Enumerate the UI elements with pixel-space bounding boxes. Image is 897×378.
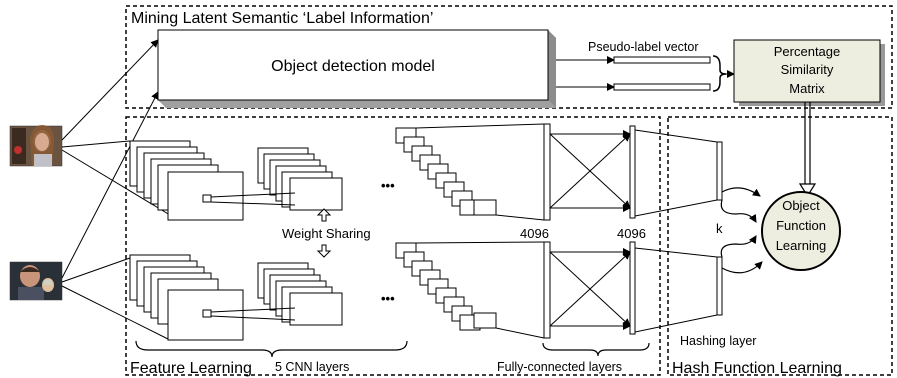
- similarity-line3: Matrix: [789, 81, 825, 96]
- feature-section-box: [125, 116, 661, 376]
- top-input-stack: [129, 140, 244, 221]
- top-ellipsis: •••: [381, 178, 395, 193]
- fc-brace: [542, 342, 650, 357]
- hashing-layers: [716, 141, 723, 316]
- bottom-fc-layers: [543, 241, 636, 339]
- cnn-layers-label: 5 CNN layers: [275, 360, 349, 374]
- pseudo-label-brace: [712, 55, 727, 92]
- hash-connection-lines: [634, 129, 718, 333]
- top-deep-stack: [395, 127, 497, 216]
- pseudo-label-vector-2: [613, 83, 711, 91]
- fc1-size-label: 4096: [520, 226, 549, 241]
- hash-dim-label: k: [716, 221, 723, 236]
- mining-section-title: Mining Latent Semantic ‘Label Informatio…: [131, 10, 433, 27]
- hash-section-title: Hash Function Learning: [672, 360, 842, 377]
- detection-model-label: Object detection model: [271, 58, 435, 75]
- bottom-conv-stack: [257, 262, 343, 326]
- hashing-layer-label: Hashing layer: [680, 334, 756, 348]
- objective-line2: Function: [776, 218, 826, 233]
- fc-layers-label: Fully-connected layers: [497, 360, 622, 374]
- hash-section-box: [667, 116, 893, 376]
- similarity-line2: Similarity: [781, 62, 834, 77]
- similarity-line1: Percentage: [774, 44, 841, 59]
- bottom-deep-stack: [395, 242, 497, 331]
- pseudo-label-vector-1: [613, 56, 711, 64]
- photo-girl-icon: [9, 124, 63, 167]
- top-fc-layers: [543, 123, 636, 221]
- objective-curved-arrows: [720, 187, 763, 274]
- fc-connection-lines: [415, 123, 631, 339]
- bottom-ellipsis: •••: [381, 291, 395, 306]
- cnn-brace: [135, 340, 408, 358]
- weight-sharing-label: Weight Sharing: [282, 226, 371, 241]
- photo-man-icon: [9, 261, 63, 301]
- objective-line3: Learning: [776, 238, 827, 253]
- weight-sharing-arrows: [316, 208, 332, 258]
- fc2-size-label: 4096: [617, 226, 646, 241]
- bottom-input-stack: [129, 254, 244, 341]
- feature-section-title: Feature Learning: [130, 360, 252, 377]
- object-detection-model: Object detection model: [157, 29, 556, 108]
- top-conv-stack: [257, 147, 343, 211]
- objective-circle: Object Function Learning: [761, 191, 841, 271]
- similarity-matrix-box: Percentage Similarity Matrix: [733, 39, 885, 106]
- objective-line1: Object: [782, 198, 820, 213]
- pseudo-label-caption: Pseudo-label vector: [588, 40, 698, 54]
